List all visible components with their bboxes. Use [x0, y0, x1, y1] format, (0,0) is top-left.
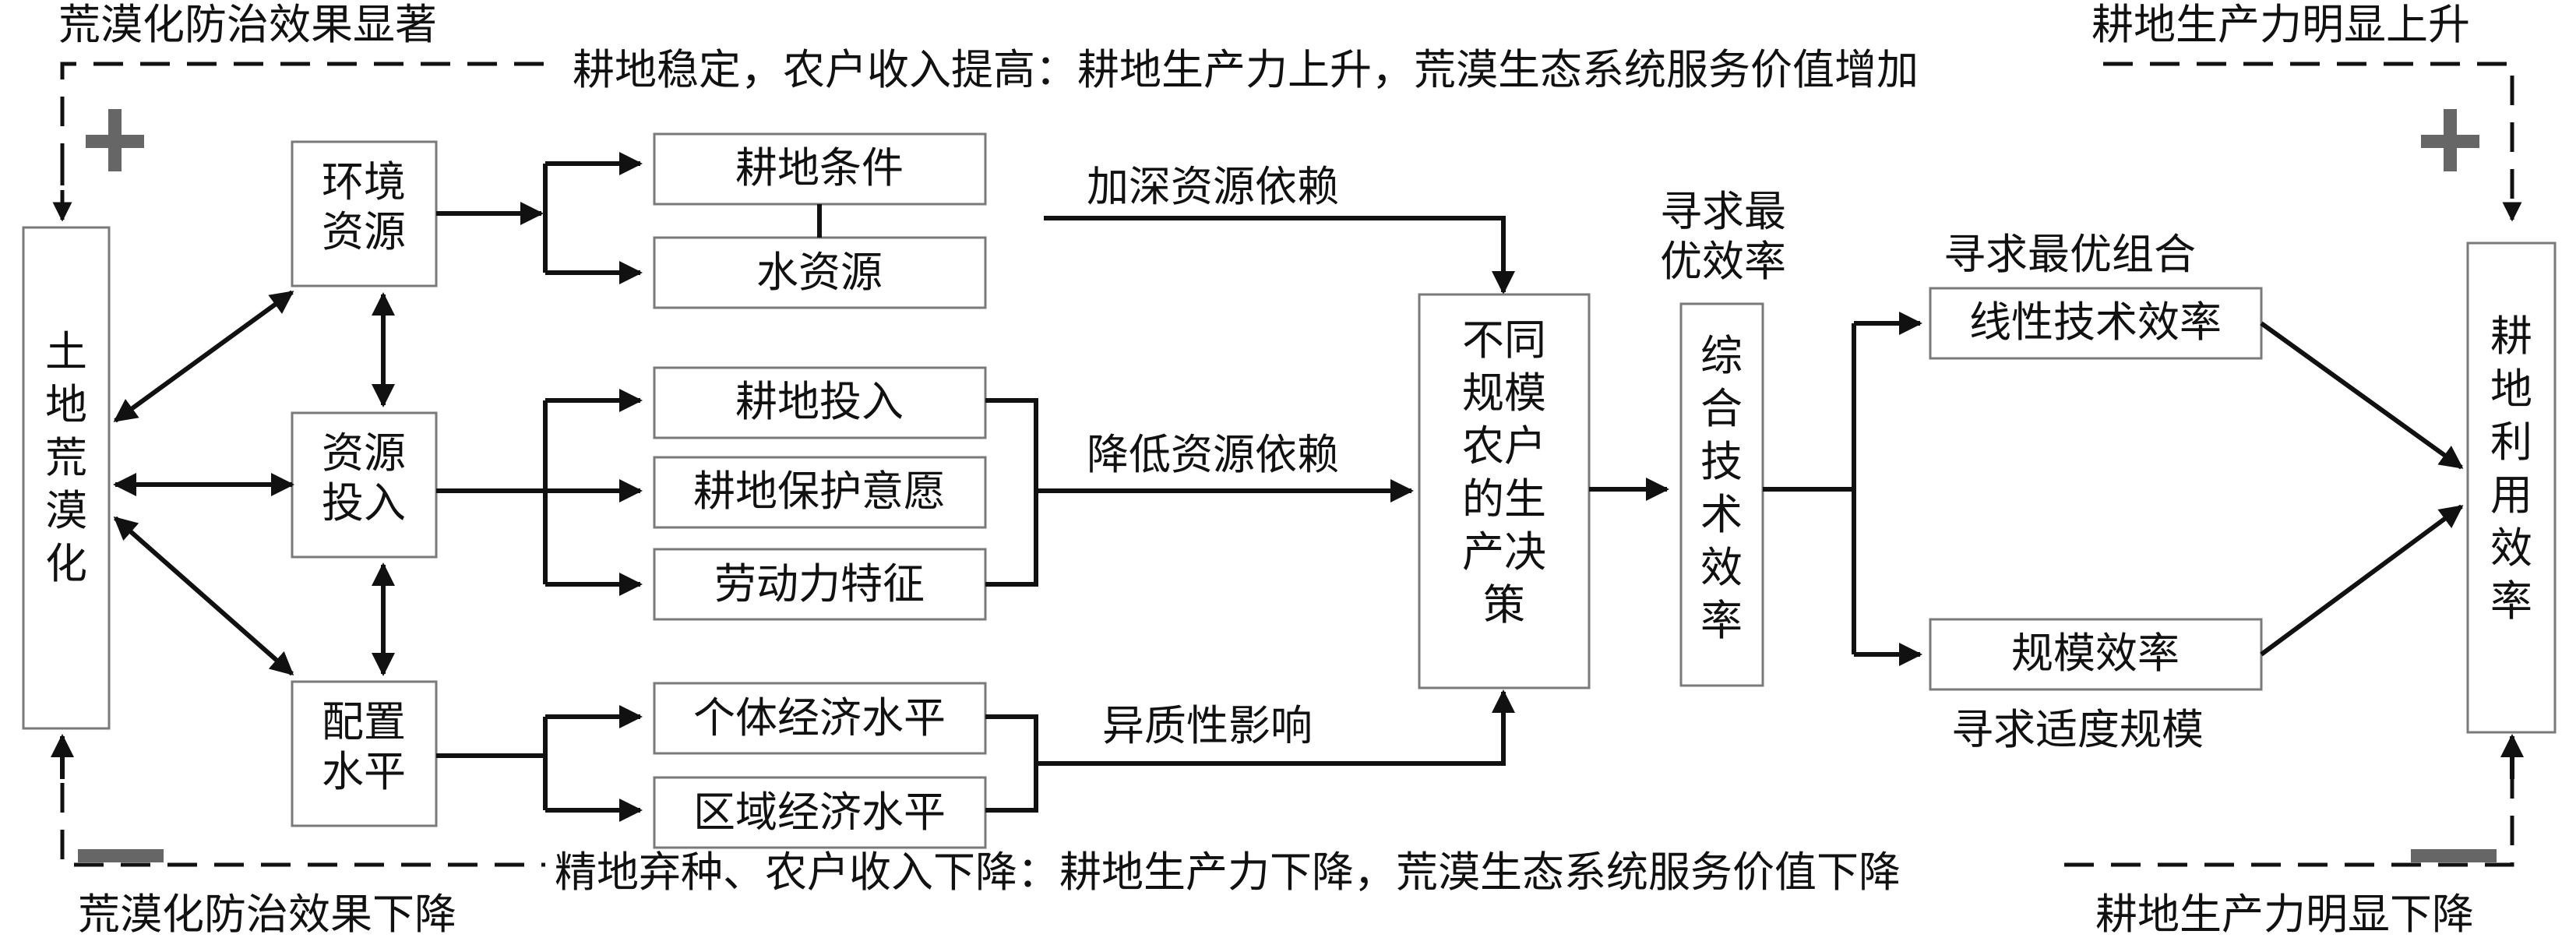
top-right-note: 耕地生产力明显上升	[2091, 0, 2470, 49]
input-merge-bracket	[985, 398, 1038, 587]
deepen-dependence-label: 加深资源依赖	[1087, 162, 1339, 211]
right-node-box	[2466, 242, 2557, 734]
deepen-dependence-arrow	[1044, 216, 1515, 294]
env-resources-box	[291, 140, 438, 287]
seek-moderate-scale-label: 寻求适度规模	[1951, 705, 2204, 754]
water-resources-label: 水资源	[756, 248, 883, 297]
alloc-merge-bracket	[985, 714, 1038, 813]
bottom-left-note: 荒漠化防治效果下降	[78, 890, 456, 939]
env-resources-label: 环境资源	[322, 157, 406, 256]
regional-economy-box	[653, 776, 987, 849]
farmland-input-label: 耕地投入	[735, 377, 904, 426]
minus-sign-right	[2411, 849, 2497, 862]
plus-sign-left	[86, 109, 144, 171]
tech-efficiency-label: 综合技术效率	[1700, 331, 1743, 645]
regional-economy-label: 区域经济水平	[693, 788, 946, 837]
seek-optimal-efficiency-label: 寻求最优效率	[1660, 187, 1786, 286]
allocation-level-label: 配置水平	[322, 697, 406, 796]
heterogeneity-arrow	[1036, 689, 1515, 766]
bottom-loop-label: 精地弃种、农户收入下降：耕地生产力下降，荒漠生态系统服务价值下降	[555, 848, 1901, 897]
resource-input-box	[291, 411, 438, 559]
heterogeneity-label: 异质性影响	[1102, 701, 1313, 750]
scale-efficiency-box	[1929, 618, 2263, 691]
scale-to-right-arrow	[2260, 504, 2464, 657]
right-node-label: 耕地利用效率	[2490, 312, 2532, 626]
water-resources-box	[653, 236, 987, 309]
bottom-right-note: 耕地生产力明显下降	[2095, 890, 2474, 939]
top-left-note: 荒漠化防治效果显著	[58, 0, 437, 49]
scale-efficiency-label: 规模效率	[2011, 629, 2180, 678]
seek-optimal-combination-label: 寻求最优组合	[1943, 230, 2196, 279]
labor-features-label: 劳动力特征	[714, 559, 925, 608]
reduce-dependence-label: 降低资源依赖	[1087, 430, 1339, 479]
arrow-desert-env	[113, 290, 294, 423]
env-split-bracket	[543, 161, 639, 275]
left-node-label: 土地荒漠化	[45, 327, 87, 588]
minus-sign-left	[78, 849, 164, 862]
plus-sign-right	[2421, 109, 2479, 171]
left-node-box	[22, 226, 111, 730]
linear-tech-efficiency-label: 线性技术效率	[1969, 298, 2222, 347]
individual-economy-label: 个体经济水平	[693, 693, 946, 742]
arrow-desert-allocation	[113, 516, 294, 676]
farmland-protection-label: 耕地保护意愿	[693, 467, 946, 516]
decision-node-label: 不同规模农户的生产决策	[1462, 316, 1546, 629]
tech-efficiency-box	[1679, 302, 1764, 687]
top-loop-label: 耕地稳定，农户收入提高：耕地生产力上升，荒漠生态系统服务价值增加	[573, 45, 1919, 94]
farmland-protection-box	[653, 456, 987, 529]
farmland-conditions-box	[653, 132, 987, 206]
farmland-conditions-label: 耕地条件	[735, 143, 904, 192]
individual-economy-box	[653, 682, 987, 755]
resource-input-label: 资源投入	[322, 428, 406, 527]
decision-node-box	[1418, 293, 1591, 689]
linear-to-right-arrow	[2260, 321, 2464, 470]
